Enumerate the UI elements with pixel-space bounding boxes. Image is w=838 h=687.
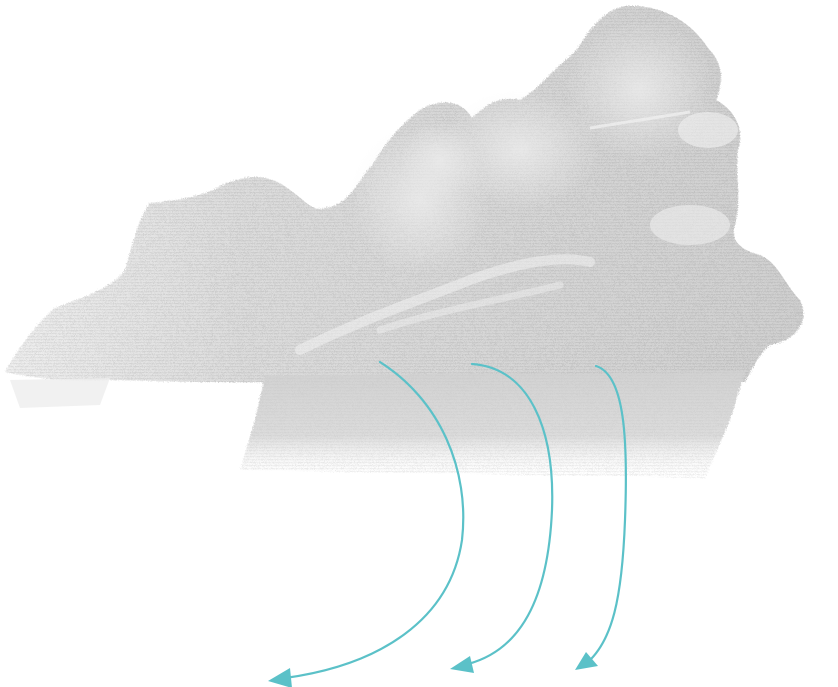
flow-arrow-2 [450,362,554,673]
region-south [240,372,745,478]
flow-arrow-line [283,360,465,680]
arrowhead-icon [575,652,598,670]
flow-arrow-line [586,364,628,664]
flow-arrow-3 [575,364,628,670]
arrowhead-icon [450,656,474,673]
flow-arrows [268,360,628,687]
west-tail [10,378,110,408]
flow-arrow-1 [268,360,465,687]
arrowhead-icon [268,668,292,687]
mountain-ridges [295,20,738,355]
flow-arrow-line [466,362,554,666]
